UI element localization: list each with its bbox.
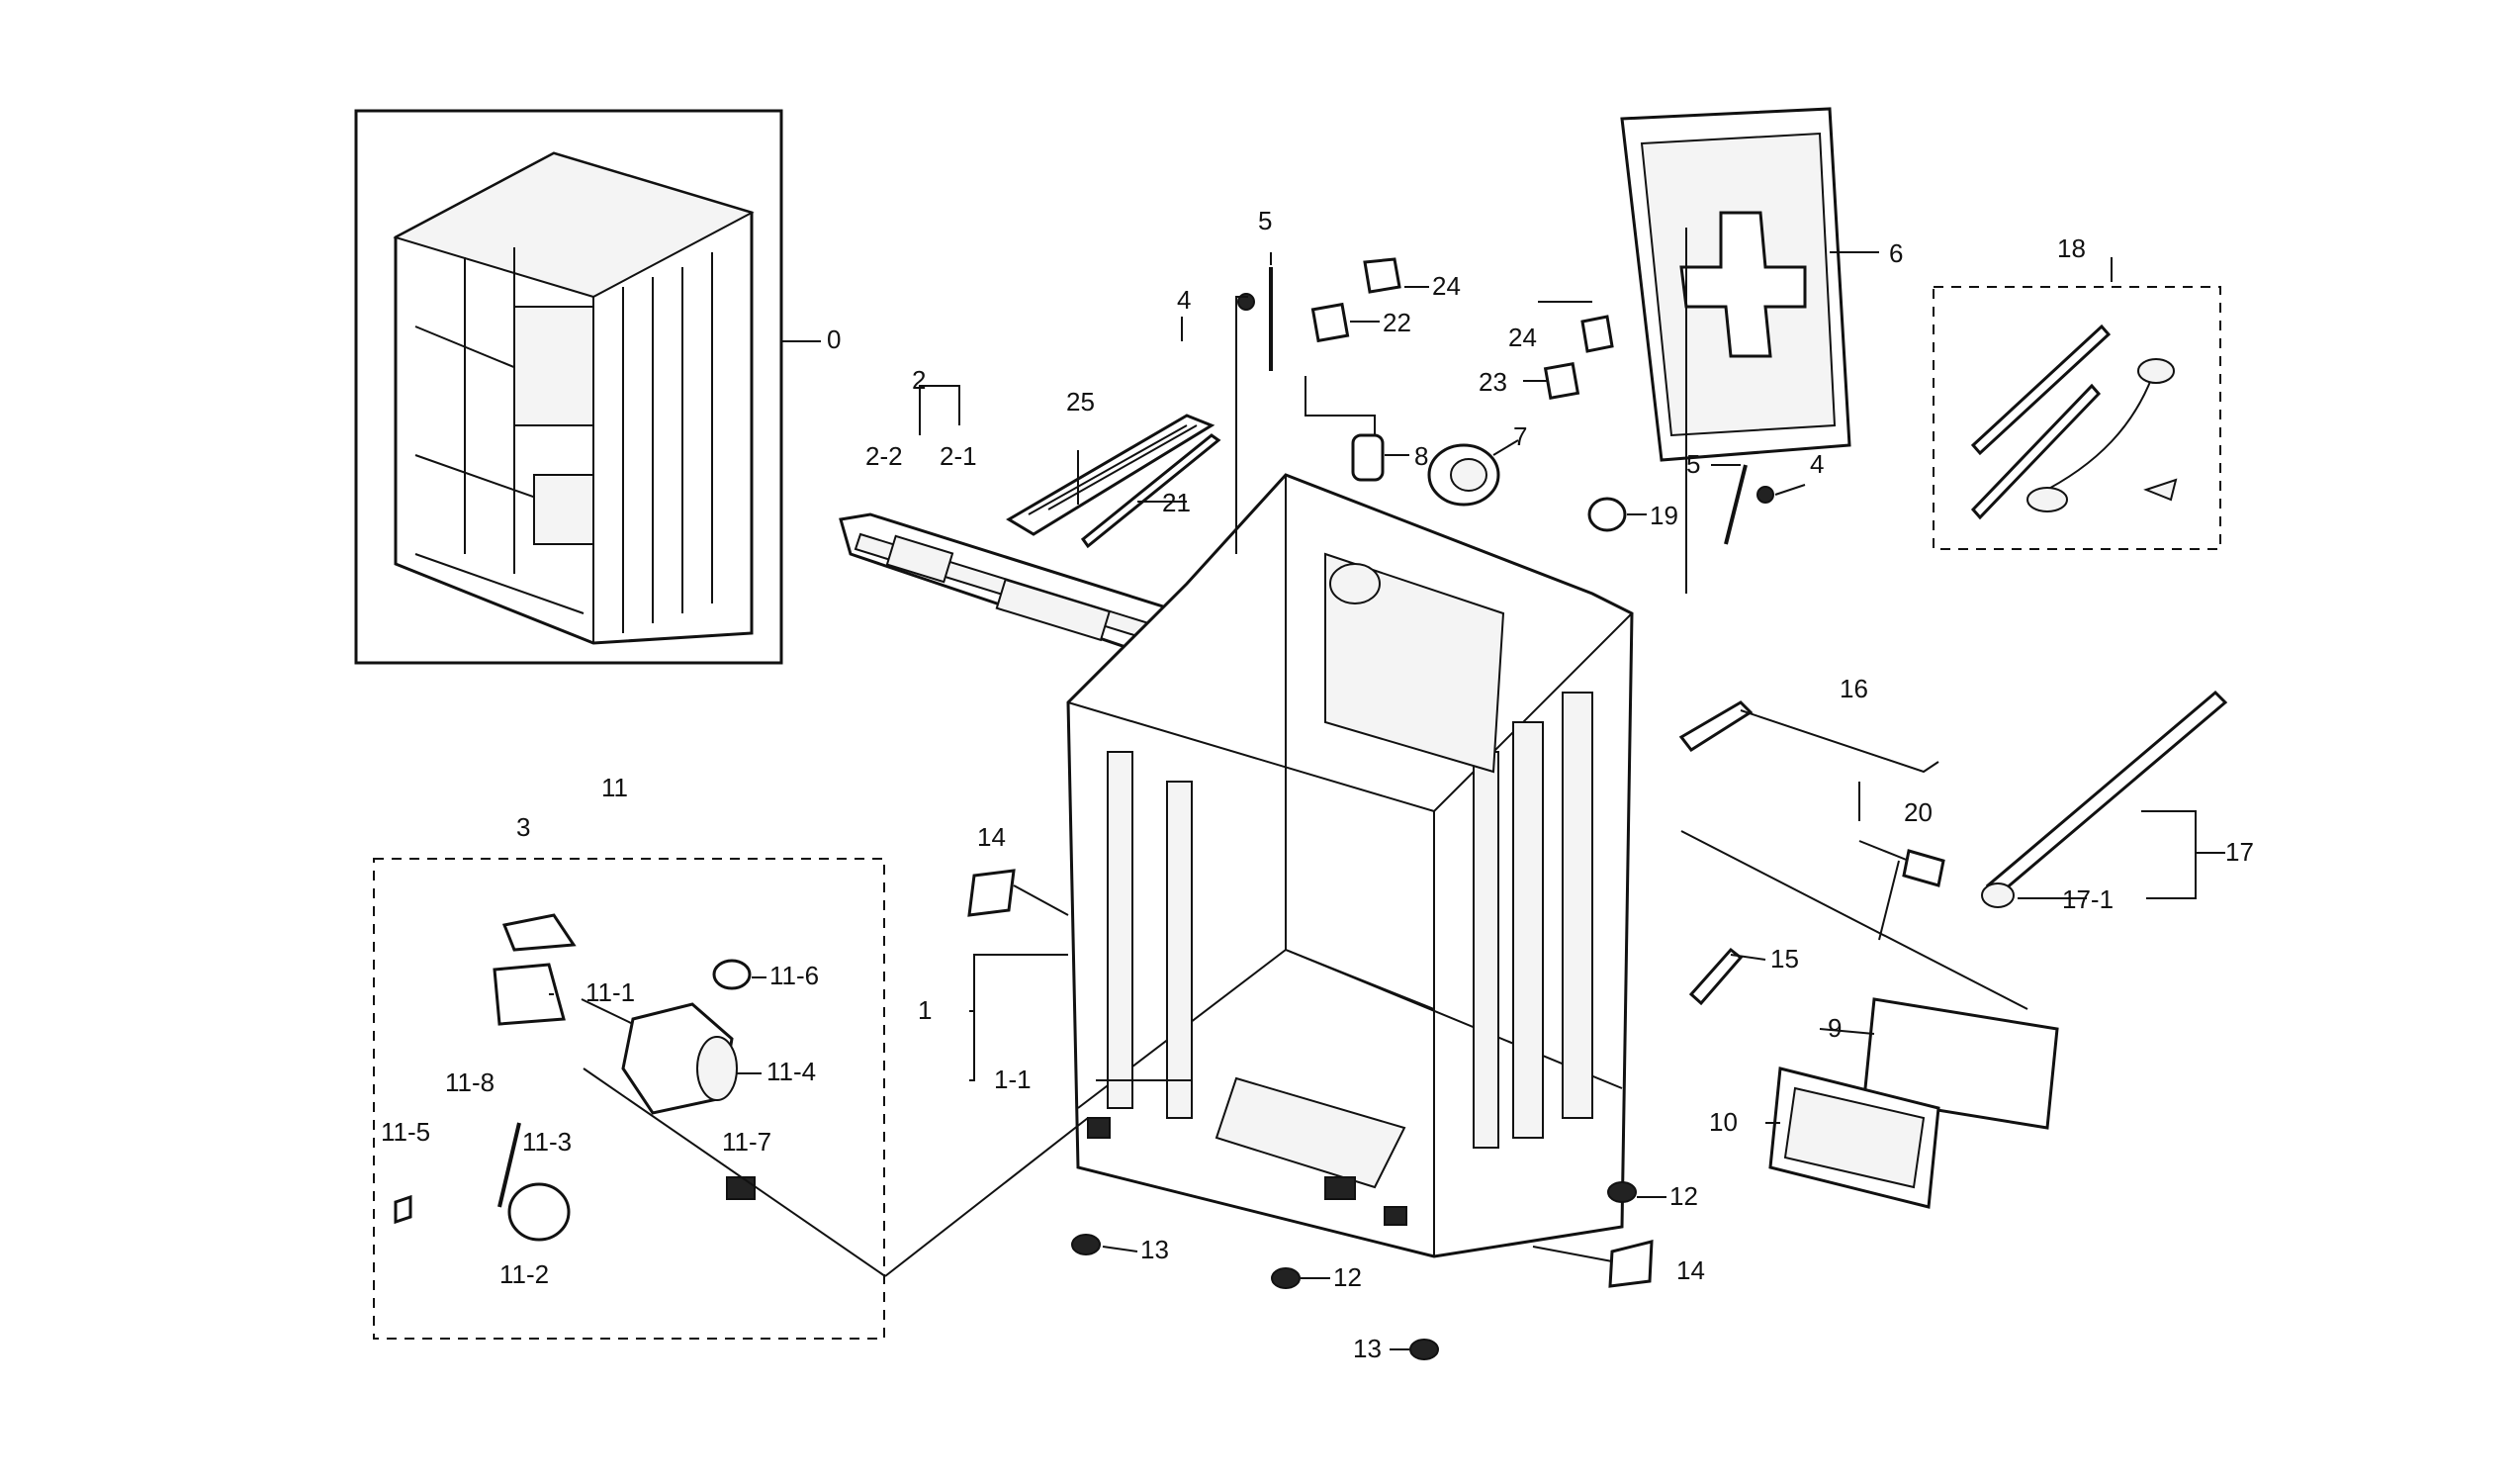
label-17-1: 17-1 — [2062, 884, 2114, 914]
label-0: 0 — [827, 325, 841, 354]
label-10: 10 — [1709, 1107, 1738, 1137]
part-9-pcb-cover — [1862, 997, 2059, 1130]
label-11-5: 11-5 — [381, 1117, 430, 1147]
part-13-leg-bottom — [1409, 1339, 1439, 1360]
label-22: 22 — [1383, 308, 1411, 337]
label-11-7: 11-7 — [722, 1127, 771, 1157]
label-18: 18 — [2057, 233, 2086, 263]
part-12-leg-right — [1607, 1181, 1637, 1203]
label-12-right: 12 — [1669, 1181, 1698, 1211]
part-25-bracket — [1006, 414, 1215, 536]
label-11-4: 11-4 — [766, 1057, 816, 1086]
part-2-control-panel — [839, 512, 1218, 675]
part-14-hinge-right — [1608, 1240, 1654, 1288]
label-9: 9 — [1828, 1013, 1842, 1043]
label-15: 15 — [1770, 944, 1799, 974]
part-21-rod — [1080, 433, 1221, 549]
part-8-capacitor — [1351, 433, 1385, 482]
label-24-right: 24 — [1508, 323, 1537, 352]
part-14-hinge-left — [967, 869, 1016, 917]
label-2: 2 — [912, 365, 926, 395]
part-15-valve — [1688, 947, 1744, 1006]
part-24-bracket-right — [1580, 315, 1614, 353]
leader-lines — [549, 228, 2225, 1350]
label-13-bottom: 13 — [1353, 1334, 1382, 1363]
part-18-wire-harness — [1933, 286, 2221, 550]
part-6-door-frame — [1620, 107, 1851, 462]
label-5-right: 5 — [1686, 449, 1700, 479]
label-25: 25 — [1066, 387, 1095, 417]
label-8: 8 — [1414, 441, 1428, 471]
label-19: 19 — [1650, 501, 1678, 530]
label-11-2: 11-2 — [499, 1259, 549, 1289]
part-4-bolt-right — [1756, 486, 1774, 504]
part-20-power-cord — [1858, 840, 1945, 887]
part-7-bellows — [1427, 443, 1500, 507]
label-11-1: 11-1 — [585, 977, 635, 1007]
part-0-assembled-cabinet — [354, 109, 783, 665]
part-10-pcb — [1768, 1067, 1940, 1209]
part-16-hose — [1678, 700, 1939, 774]
label-21: 21 — [1162, 488, 1191, 517]
part-1-cabinet — [1066, 473, 1634, 1258]
part-24-bracket-top — [1363, 257, 1401, 294]
part-12-leg-center — [1271, 1267, 1301, 1289]
label-12-center: 12 — [1333, 1262, 1362, 1292]
label-11-3: 11-3 — [522, 1127, 572, 1157]
label-23: 23 — [1479, 367, 1507, 397]
part-17-drain-hose — [1981, 690, 2228, 908]
part-19-damper — [1587, 497, 1627, 532]
label-16: 16 — [1840, 674, 1868, 703]
label-2-1: 2-1 — [940, 441, 977, 471]
part-5-spring-right — [1724, 464, 1748, 545]
label-14-left: 14 — [977, 822, 1006, 852]
label-11-6: 11-6 — [769, 961, 819, 990]
label-4-left: 4 — [1177, 285, 1191, 315]
label-5-left: 5 — [1258, 206, 1272, 235]
part-23-bracket — [1543, 362, 1580, 400]
label-14-right: 14 — [1676, 1255, 1705, 1285]
label-11-8: 11-8 — [445, 1067, 495, 1097]
part-11-pump-assembly — [373, 858, 885, 1340]
label-11: 11 — [601, 773, 628, 802]
label-17: 17 — [2225, 837, 2254, 867]
label-20: 20 — [1904, 797, 1933, 827]
part-13-leg-left — [1071, 1234, 1101, 1255]
part-22-bracket — [1310, 302, 1350, 343]
label-1-1: 1-1 — [994, 1065, 1032, 1094]
label-2-2: 2-2 — [865, 441, 903, 471]
label-13-left: 13 — [1140, 1235, 1169, 1264]
callout-labels: 0 1 1-1 2 2-1 2-2 3 4 4 5 5 6 7 8 9 10 1… — [381, 206, 2254, 1363]
label-1: 1 — [918, 995, 932, 1025]
label-3: 3 — [516, 812, 530, 842]
label-4-right: 4 — [1810, 449, 1824, 479]
label-7: 7 — [1513, 421, 1527, 451]
label-6: 6 — [1889, 238, 1903, 268]
label-24-top: 24 — [1432, 271, 1461, 301]
